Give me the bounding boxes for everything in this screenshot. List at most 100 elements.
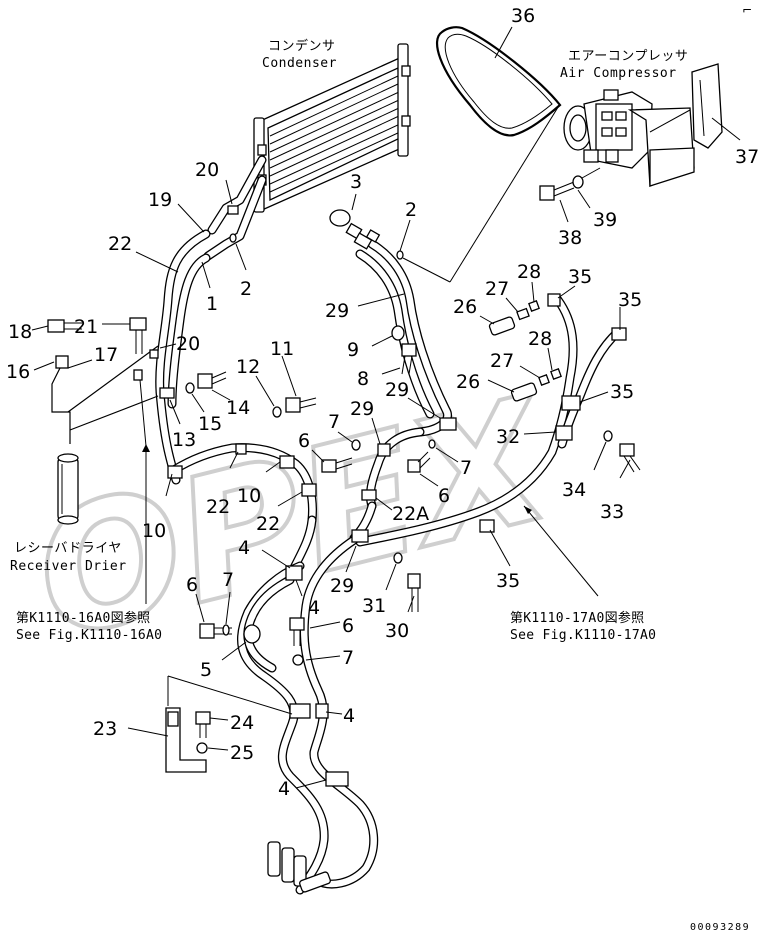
washer-39 bbox=[572, 175, 584, 189]
ref-right-ja: 第K1110-17A0図参照 bbox=[510, 610, 644, 626]
fittings-26-28-upper bbox=[488, 293, 627, 341]
callout-6-lower-left: 6 bbox=[186, 574, 198, 596]
callout-14: 14 bbox=[226, 397, 250, 419]
callout-26-upper: 26 bbox=[453, 296, 477, 318]
callout-32: 32 bbox=[496, 426, 520, 448]
callout-20-upper: 20 bbox=[195, 159, 219, 181]
bolt-6-right bbox=[407, 451, 431, 473]
callout-38: 38 bbox=[558, 227, 582, 249]
callout-19: 19 bbox=[148, 189, 172, 211]
bolt-33 bbox=[619, 443, 641, 473]
corner-mark: ⌐ bbox=[742, 3, 752, 17]
grommet-5 bbox=[243, 624, 261, 644]
callout-29-lower: 29 bbox=[330, 575, 354, 597]
callout-4-upper: 4 bbox=[238, 537, 250, 559]
callout-10-left: 10 bbox=[142, 520, 166, 542]
washer-31 bbox=[393, 552, 403, 564]
callout-7-lower-left: 7 bbox=[222, 569, 234, 591]
bolt-24 bbox=[195, 711, 211, 738]
bracket-37 bbox=[691, 63, 723, 149]
callout-6-lower-center: 6 bbox=[342, 615, 354, 637]
hose-assemblies bbox=[155, 155, 623, 895]
callout-12: 12 bbox=[236, 356, 260, 378]
callout-29-mid2: 29 bbox=[350, 398, 374, 420]
callout-11: 11 bbox=[270, 338, 294, 360]
callout-27-lower: 27 bbox=[490, 350, 514, 372]
callout-6-center: 6 bbox=[298, 430, 310, 452]
callout-37: 37 bbox=[735, 146, 759, 168]
callout-23: 23 bbox=[93, 718, 117, 740]
washer-25 bbox=[196, 742, 208, 754]
callout-18: 18 bbox=[8, 321, 32, 343]
document-id: 00093289 bbox=[690, 922, 750, 933]
ref-left-ja: 第K1110-16A0図参照 bbox=[16, 610, 150, 626]
callout-29-upper: 29 bbox=[325, 300, 349, 322]
fittings-26-28-lower bbox=[510, 368, 562, 402]
callout-35-right: 35 bbox=[610, 381, 634, 403]
ref-right-en: See Fig.K1110-17A0 bbox=[510, 628, 656, 643]
callout-39: 39 bbox=[593, 209, 617, 231]
receiver-label-ja: レシーバドライヤ bbox=[14, 541, 122, 556]
callout-13: 13 bbox=[172, 429, 196, 451]
callout-27-upper: 27 bbox=[485, 278, 509, 300]
callout-28-lower: 28 bbox=[528, 328, 552, 350]
bolt-8 bbox=[401, 343, 417, 375]
callout-29-mid1: 29 bbox=[385, 379, 409, 401]
bracket-23 bbox=[165, 707, 207, 773]
callout-28-upper: 28 bbox=[517, 261, 541, 283]
callout-17: 17 bbox=[94, 344, 118, 366]
callout-20-lower: 20 bbox=[176, 333, 200, 355]
bolt-6-center bbox=[321, 457, 353, 473]
callout-3: 3 bbox=[350, 171, 362, 193]
callout-2-left: 2 bbox=[240, 278, 252, 300]
bolt-38 bbox=[539, 181, 575, 201]
washer-7-lower-center bbox=[292, 654, 304, 666]
callout-26-lower: 26 bbox=[456, 371, 480, 393]
callout-7-lower-center: 7 bbox=[342, 647, 354, 669]
callout-25: 25 bbox=[230, 742, 254, 764]
callout-9: 9 bbox=[347, 339, 359, 361]
bolt-6-lower-center bbox=[289, 617, 305, 646]
receiver-label-en: Receiver Drier bbox=[10, 559, 127, 574]
condenser-label-en: Condenser bbox=[262, 56, 337, 71]
callout-31: 31 bbox=[362, 595, 386, 617]
washer-7-right bbox=[428, 439, 436, 449]
ref-left-en: See Fig.K1110-16A0 bbox=[16, 628, 162, 643]
bolt-14 bbox=[197, 371, 227, 389]
callout-35-mid: 35 bbox=[618, 289, 642, 311]
washer-34 bbox=[603, 430, 613, 442]
condenser-label-ja: コンデンサ bbox=[268, 38, 336, 54]
callout-22-lower: 22 bbox=[206, 496, 230, 518]
callout-30: 30 bbox=[385, 620, 409, 642]
washer-12 bbox=[272, 406, 282, 418]
air-compressor bbox=[563, 89, 695, 187]
callout-34: 34 bbox=[562, 479, 586, 501]
callout-22-mid: 22 bbox=[256, 513, 280, 535]
callout-33: 33 bbox=[600, 501, 624, 523]
callout-22A: 22A bbox=[392, 503, 429, 525]
ref-arrow-left bbox=[142, 444, 150, 452]
washer-7-center bbox=[351, 439, 361, 451]
callout-7-right: 7 bbox=[460, 457, 472, 479]
bolt-18 bbox=[47, 319, 82, 333]
bolt-6-lower-left bbox=[199, 623, 232, 639]
callout-2-right: 2 bbox=[405, 199, 417, 221]
callout-1: 1 bbox=[206, 293, 218, 315]
fitting-20-upper bbox=[227, 205, 239, 215]
bolt-21 bbox=[129, 317, 147, 354]
callout-4-bottom: 4 bbox=[278, 778, 290, 800]
bracket-16 bbox=[55, 355, 69, 369]
callout-15: 15 bbox=[198, 413, 222, 435]
callout-36: 36 bbox=[511, 5, 535, 27]
callout-4-lower: 4 bbox=[343, 705, 355, 727]
compressor-label-ja: エアーコンプレッサ bbox=[568, 49, 688, 64]
compressor-fittings bbox=[329, 193, 381, 250]
callout-7-center: 7 bbox=[328, 411, 340, 433]
callout-35-lower: 35 bbox=[496, 570, 520, 592]
o-ring-2-left bbox=[229, 233, 237, 243]
washer-7-lower-left bbox=[222, 624, 230, 636]
callout-22-upper: 22 bbox=[108, 233, 132, 255]
callout-24: 24 bbox=[230, 712, 254, 734]
